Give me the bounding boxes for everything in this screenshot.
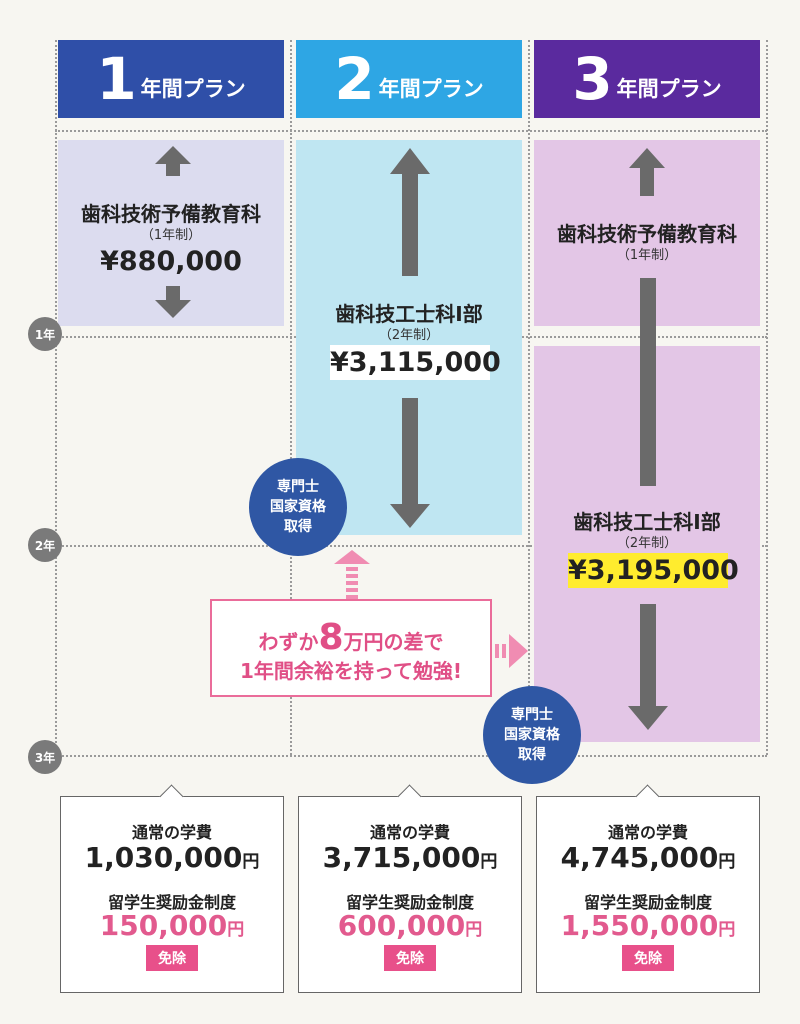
arrow-up-icon xyxy=(629,148,665,168)
scholarship-amount: 1,550,000円 xyxy=(560,909,736,942)
course-duration: （1年制） xyxy=(140,228,202,243)
fee-card-plan2: 通常の学費 3,715,000円 留学生奨励金制度 600,000円 免除 xyxy=(298,784,522,993)
fee-card-plan3: 通常の学費 4,745,000円 留学生奨励金制度 1,550,000円 免除 xyxy=(536,784,760,993)
card-pointer xyxy=(159,784,184,809)
fee-card-plan1: 通常の学費 1,030,000円 留学生奨励金制度 150,000円 免除 xyxy=(60,784,284,993)
plan-header-3: 3 年間プラン xyxy=(534,40,760,118)
qualification-badge: 専門士 国家資格 取得 xyxy=(249,458,347,556)
course-duration: （2年制） xyxy=(616,536,678,551)
arrow-shaft xyxy=(402,398,418,510)
callout-line2: 1年間余裕を持って勉強! xyxy=(239,659,463,683)
arrow-shaft xyxy=(640,604,656,712)
regular-fee-label: 通常の学費 xyxy=(369,823,450,842)
course-name: 歯科技工士科Ⅰ部 xyxy=(335,302,483,326)
course-name: 歯科技術予備教育科 xyxy=(557,222,737,246)
year-marker: 2年 xyxy=(28,528,62,562)
arrow-shaft xyxy=(640,166,654,196)
scholarship-label: 留学生奨励金制度 xyxy=(583,893,712,912)
regular-fee-label: 通常の学費 xyxy=(607,823,688,842)
arrow-up-icon xyxy=(390,148,430,174)
course-name: 歯科技工士科Ⅰ部 xyxy=(573,510,721,534)
course-name: 歯科技術予備教育科 xyxy=(81,202,261,226)
scholarship-amount: 150,000円 xyxy=(99,909,245,942)
callout-line1: わずか8万円の差で xyxy=(258,617,444,658)
arrow-down-icon xyxy=(155,300,191,318)
grid-line xyxy=(290,40,292,755)
course-price: ¥3,115,000 xyxy=(330,345,501,380)
exempt-badge: 免除 xyxy=(384,945,436,971)
plan-label: 年間プラン xyxy=(378,77,484,101)
qualification-badge: 専門士 国家資格 取得 xyxy=(483,686,581,784)
arrow-shaft xyxy=(166,286,180,302)
regular-fee-amount: 4,745,000円 xyxy=(560,841,736,874)
regular-fee-amount: 1,030,000円 xyxy=(84,841,260,874)
course-duration: （2年制） xyxy=(378,328,440,343)
scholarship-label: 留学生奨励金制度 xyxy=(345,893,474,912)
course-price: ¥880,000 xyxy=(100,246,242,277)
grid-line xyxy=(55,755,767,757)
plan-header-1: 1 年間プラン xyxy=(58,40,284,118)
arrow-down-icon xyxy=(390,504,430,528)
course-price: ¥3,195,000 xyxy=(568,553,739,588)
plan-header-2: 2 年間プラン xyxy=(296,40,522,118)
badge-line: 取得 xyxy=(284,519,312,536)
plan-label: 年間プラン xyxy=(616,77,722,101)
card-pointer xyxy=(397,784,422,809)
badge-line: 取得 xyxy=(518,747,546,764)
grid-line xyxy=(528,40,530,755)
regular-fee-amount: 3,715,000円 xyxy=(322,841,498,874)
course-duration: （1年制） xyxy=(616,248,678,263)
scholarship-label: 留学生奨励金制度 xyxy=(107,893,236,912)
arrow-shaft xyxy=(402,172,418,276)
year-marker: 3年 xyxy=(28,740,62,774)
exempt-badge: 免除 xyxy=(146,945,198,971)
arrow-up-icon xyxy=(155,146,191,164)
plan-number: 3 xyxy=(572,45,613,113)
grid-line xyxy=(55,40,57,755)
year-marker: 1年 xyxy=(28,317,62,351)
exempt-badge: 免除 xyxy=(622,945,674,971)
savings-callout: わずか8万円の差で 1年間余裕を持って勉強! xyxy=(210,599,492,697)
arrow-shaft xyxy=(640,278,656,486)
scholarship-amount: 600,000円 xyxy=(337,909,483,942)
plan2-main-block: 歯科技工士科Ⅰ部 （2年制） ¥3,115,000 xyxy=(296,140,522,535)
grid-line xyxy=(55,130,767,132)
plan3-prep-block: 歯科技術予備教育科 （1年制） xyxy=(534,140,760,326)
arrow-down-icon xyxy=(628,706,668,730)
arrow-shaft xyxy=(166,162,180,176)
card-pointer xyxy=(635,784,660,809)
badge-line: 国家資格 xyxy=(270,498,326,515)
badge-line: 専門士 xyxy=(277,478,319,495)
plan-number: 1 xyxy=(96,45,137,113)
badge-line: 専門士 xyxy=(511,706,553,723)
grid-line xyxy=(55,545,767,547)
pink-arrow-up-icon xyxy=(334,550,370,599)
regular-fee-label: 通常の学費 xyxy=(131,823,212,842)
plan1-prep-block: 歯科技術予備教育科 （1年制） ¥880,000 xyxy=(58,140,284,326)
grid-line xyxy=(766,40,768,755)
plan-label: 年間プラン xyxy=(140,77,246,101)
plan-number: 2 xyxy=(334,45,375,113)
badge-line: 国家資格 xyxy=(504,726,560,743)
